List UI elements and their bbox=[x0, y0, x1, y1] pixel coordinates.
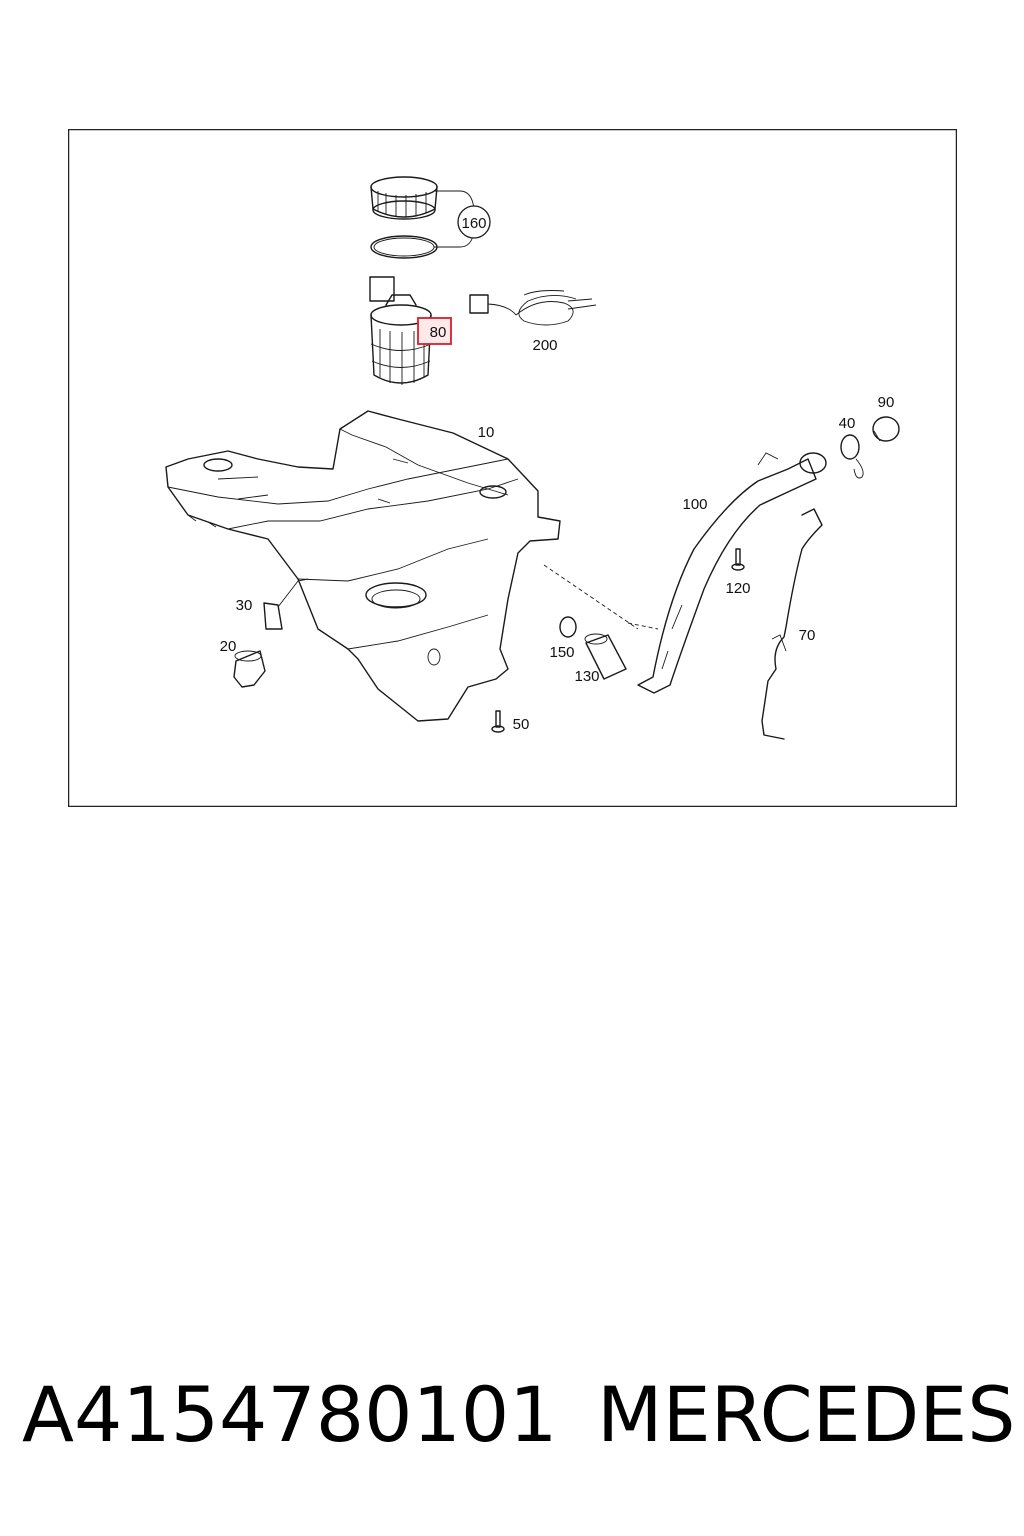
clamp-ring-part bbox=[370, 176, 438, 220]
vent-line-part bbox=[761, 508, 823, 740]
callout-90: 90 bbox=[878, 394, 895, 411]
bolt-120-part bbox=[731, 548, 745, 571]
callout-160: 160 bbox=[457, 205, 491, 239]
part-number: A4154780101 bbox=[22, 1370, 558, 1459]
callout-120: 120 bbox=[725, 580, 750, 597]
svg-text:160: 160 bbox=[461, 215, 486, 232]
fuel-cap-part bbox=[872, 416, 900, 442]
callout-50: 50 bbox=[513, 716, 530, 733]
callout-40: 40 bbox=[839, 415, 856, 432]
callout-70: 70 bbox=[799, 627, 816, 644]
callout-200: 200 bbox=[532, 337, 557, 354]
callout-30: 30 bbox=[236, 597, 253, 614]
wiring-harness-part bbox=[469, 290, 597, 326]
connector-hose-part bbox=[584, 633, 627, 680]
callout-130: 130 bbox=[574, 668, 599, 685]
callout-80-highlight: 80 bbox=[417, 317, 452, 345]
hose-clamp-part bbox=[559, 616, 577, 638]
callout-100: 100 bbox=[682, 496, 707, 513]
callout-150: 150 bbox=[549, 644, 574, 661]
fuel-flap-part bbox=[840, 434, 864, 479]
fuel-tank-part bbox=[165, 410, 561, 722]
callout-10: 10 bbox=[478, 424, 495, 441]
svg-text:80: 80 bbox=[430, 324, 447, 341]
brand-name: MERCEDES bbox=[597, 1370, 1016, 1459]
part-caption: A4154780101 MERCEDES bbox=[22, 1370, 1016, 1460]
parts-diagram: 160 80 200 10 bbox=[68, 129, 957, 807]
filler-neck-part bbox=[627, 452, 827, 694]
fuel-pump-module-part bbox=[369, 276, 432, 385]
callout-20: 20 bbox=[220, 638, 237, 655]
filter-bracket-part bbox=[263, 578, 309, 630]
diagram-border bbox=[68, 129, 957, 807]
bolt-part bbox=[491, 710, 505, 733]
fuel-filter-part bbox=[233, 650, 266, 688]
